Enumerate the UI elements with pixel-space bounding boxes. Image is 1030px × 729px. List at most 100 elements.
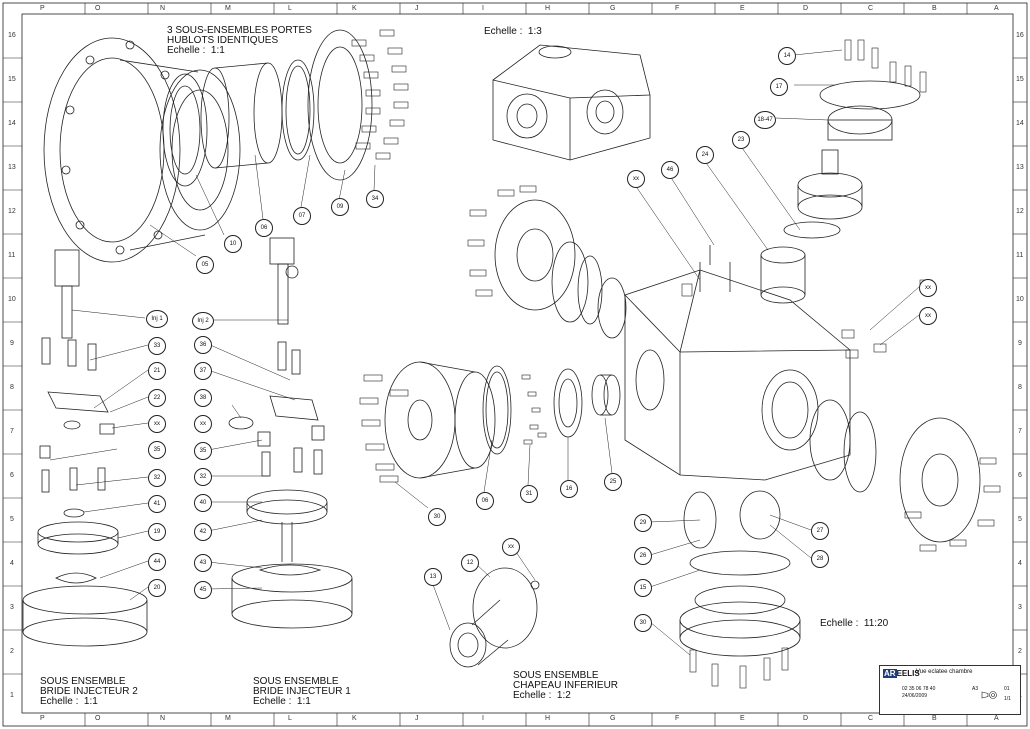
row-label-left-12: 12 (8, 208, 16, 215)
row-label-right-7: 7 (1018, 428, 1022, 435)
row-label-right-2: 2 (1018, 648, 1022, 655)
balloon-xx-injector2: xx (148, 415, 166, 433)
balloon-28: 28 (811, 550, 829, 568)
balloon-30-mid: 30 (428, 508, 446, 526)
frame-ticks (3, 3, 1027, 726)
balloon-xx-lowercap: xx (502, 538, 520, 556)
porthole-ring-10 (162, 73, 208, 187)
row-label-left-3: 3 (10, 604, 14, 611)
balloon-17: 17 (770, 78, 788, 96)
chamber-right-flange-stack (809, 399, 981, 543)
balloon-18-47: 18-47 (754, 111, 776, 129)
index: 01 (1004, 686, 1010, 692)
balloon-42: 42 (194, 523, 212, 541)
col-label-bottom-e: E (740, 715, 745, 722)
balloon-43: 43 (194, 554, 212, 572)
col-label-top-g: G (610, 5, 616, 12)
row-label-left-6: 6 (10, 472, 14, 479)
balloon-32-injector2: 32 (148, 469, 166, 487)
balloon-20: 20 (148, 579, 166, 597)
balloon-07: 07 (293, 207, 311, 225)
row-label-left-14: 14 (8, 120, 16, 127)
balloon-06-porthole: 06 (255, 219, 273, 237)
balloon-37: 37 (194, 362, 212, 380)
row-label-left-8: 8 (10, 384, 14, 391)
col-label-top-i: I (482, 5, 484, 12)
mid-ring-16 (553, 368, 583, 438)
col-label-top-b: B (932, 5, 937, 12)
balloon-15: 15 (634, 579, 652, 597)
row-label-right-3: 3 (1018, 604, 1022, 611)
balloon-32-injector1: 32 (194, 468, 212, 486)
row-label-right-13: 13 (1016, 164, 1024, 171)
porthole-seal-07 (281, 59, 315, 161)
col-label-bottom-i: I (482, 715, 484, 722)
porthole-flange-05 (43, 37, 241, 263)
chamber-fittings (681, 279, 933, 359)
col-label-bottom-h: H (545, 715, 551, 722)
balloon-46: 46 (661, 161, 679, 179)
col-label-top-f: F (675, 5, 680, 12)
main-view-scale: Echelle : 11:20 (820, 618, 889, 629)
porthole-clamp-09 (307, 29, 373, 181)
balloon-13: 13 (424, 568, 442, 586)
col-label-top-o: O (95, 5, 101, 12)
col-label-bottom-k: K (352, 715, 357, 722)
title-block: AREELIS Vue eclatee chambre 02 35 06 78 … (879, 665, 1021, 715)
col-label-top-n: N (160, 5, 166, 12)
col-label-bottom-p: P (40, 715, 45, 722)
mid-bolts-30 (359, 374, 409, 483)
company-logo: AREELIS (883, 669, 920, 678)
balloon-14: 14 (778, 47, 796, 65)
top-view-chamber (492, 44, 651, 161)
col-label-top-m: M (225, 5, 231, 12)
projection-symbol-icon (981, 691, 997, 699)
mid-screws-31 (521, 374, 547, 445)
balloon-38: 38 (194, 389, 212, 407)
row-label-right-6: 6 (1018, 472, 1022, 479)
leader-lines (49, 49, 920, 656)
col-label-bottom-c: C (868, 715, 874, 722)
col-label-top-l: L (288, 5, 292, 12)
row-label-left-4: 4 (10, 560, 14, 567)
row-label-left-16: 16 (8, 32, 16, 39)
balloon-45: 45 (194, 581, 212, 599)
balloon-36: 36 (194, 336, 212, 354)
chamber-lower-bolts (689, 647, 789, 689)
col-label-top-p: P (40, 5, 45, 12)
chamber-left-bolts (467, 185, 537, 297)
row-label-right-12: 12 (1016, 208, 1024, 215)
col-label-top-c: C (868, 5, 874, 12)
row-label-left-15: 15 (8, 76, 16, 83)
injector1-title-line2: BRIDE INJECTEUR 1 (253, 686, 351, 697)
col-label-top-a: A (994, 5, 999, 12)
porthole-glass-08 (200, 62, 283, 169)
balloon-26: 26 (634, 547, 652, 565)
row-label-left-1: 1 (10, 692, 14, 699)
balloon-xx-chamber-right-top: xx (919, 279, 937, 297)
balloon-29: 29 (634, 514, 652, 532)
col-label-top-h: H (545, 5, 551, 12)
portholes-title-line2: HUBLOTS IDENTIQUES (167, 35, 279, 46)
portholes-title-line1: 3 SOUS-ENSEMBLES PORTES (167, 25, 312, 36)
injector2-title-line2: BRIDE INJECTEUR 2 (40, 686, 138, 697)
row-label-right-4: 4 (1018, 560, 1022, 567)
format: A3 (972, 686, 979, 692)
col-label-bottom-m: M (225, 715, 231, 722)
balloon-inj-2: Inj 2 (192, 312, 214, 330)
row-label-right-16: 16 (1016, 32, 1024, 39)
balloon-40: 40 (194, 494, 212, 512)
injector1-scale: Echelle : 1:1 (253, 696, 311, 707)
balloon-10: 10 (224, 235, 242, 253)
lower-cap-title-line1: SOUS ENSEMBLE (513, 670, 599, 681)
injector-2-assembly (22, 249, 148, 647)
row-label-left-7: 7 (10, 428, 14, 435)
mid-gasket-06 (482, 365, 512, 455)
injector2-scale: Echelle : 1:1 (40, 696, 98, 707)
row-label-right-14: 14 (1016, 120, 1024, 127)
phone: 02 35 06 78 40 (902, 686, 936, 692)
balloon-inj-1: Inj 1 (146, 310, 168, 328)
